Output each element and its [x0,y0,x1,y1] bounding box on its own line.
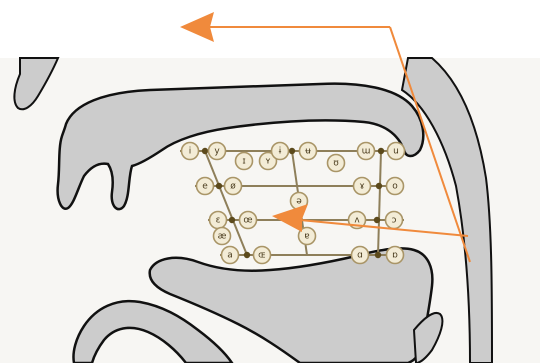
vowel-node: æ [214,228,231,245]
vowel-symbol: ə [296,197,302,207]
vowel-node: ɑ [352,247,369,264]
arrow-up-head [180,12,214,42]
chart-junction-dot [374,217,380,223]
vowel-node: ɒ [387,247,404,264]
vowel-symbol: a [227,251,233,261]
vowel-symbol: œ [243,216,252,226]
vowel-node: ɪ [236,153,253,170]
vowel-symbol: ɔ [392,216,397,226]
vowel-node: o [387,178,404,195]
vowel-node: a [222,247,239,264]
vowel-symbol: ɐ [304,232,309,242]
vowel-symbol: ɑ [357,251,363,261]
chart-junction-dot [375,252,381,258]
chart-junction-dot [216,183,222,189]
vowel-symbol: ʊ [333,159,339,169]
vowel-symbol: ɶ [258,251,266,261]
vowel-symbol: i [189,147,192,157]
chart-junction-dot [202,148,208,154]
chart-junction-dot [229,217,235,223]
vowel-node: e [197,178,214,195]
vowel-node: ɯ [358,143,375,160]
vowel-node: ʊ [328,155,345,172]
vowel-node: ɨ [272,143,289,160]
vowel-node: ɤ [354,178,371,195]
chart-junction-dot [289,148,295,154]
vowel-node: œ [240,212,257,229]
vowel-symbol: ʉ [305,147,311,157]
vowel-symbol: ʌ [354,216,360,226]
vowel-symbol: o [392,182,398,192]
chart-junction-dot [378,148,384,154]
vowel-symbol: ɛ [216,216,221,226]
vowel-symbol: ɒ [392,251,398,261]
vowel-symbol: æ [218,232,227,242]
vowel-symbol: e [202,182,208,192]
vowel-node: ø [225,178,242,195]
arrow-left-shaft [300,220,468,236]
vowel-node: i [182,143,199,160]
vowel-symbol: ɪ [242,157,245,167]
vowel-node: u [388,143,405,160]
chart-junction-dot [244,252,250,258]
vowel-symbol: ø [230,182,236,192]
vowel-node: ɛ [210,212,227,229]
vowel-node: ɶ [254,247,271,264]
vowel-symbol: ʏ [265,157,271,167]
vowel-node: ʉ [300,143,317,160]
vowel-node: y [209,143,226,160]
chart-line-6 [378,151,381,255]
vowel-symbol: ɤ [359,182,364,192]
vowel-symbol: y [214,147,220,157]
vowel-symbol: u [393,147,399,157]
nose-tip [14,58,58,109]
vowel-node: ɔ [386,212,403,229]
vowel-symbol: ɯ [362,147,371,157]
chart-junction-dot [376,183,382,189]
